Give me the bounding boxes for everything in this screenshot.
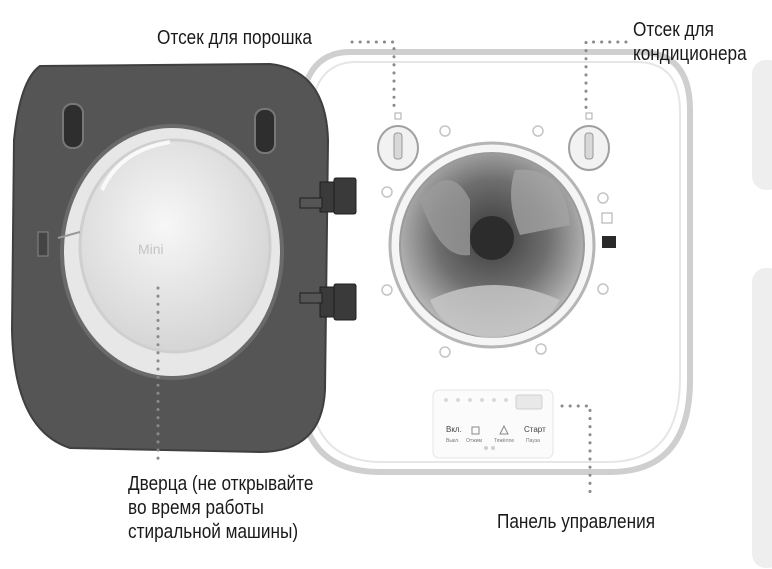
- door-logo: Mini: [138, 241, 164, 257]
- door: [10, 62, 330, 454]
- door-label: Дверца (не открывайте во время работы ст…: [128, 472, 313, 544]
- powder-compartment-label: Отсек для порошка: [157, 26, 312, 50]
- leader-lines: [156, 40, 628, 498]
- power-button-label: Вкл.: [446, 425, 462, 434]
- heavy-button-label: Тяжёлое: [494, 438, 514, 444]
- door-label-line-3: стиральной машины): [128, 521, 299, 543]
- drum: [388, 141, 596, 349]
- door-hinge: [299, 177, 357, 321]
- door-label-line-1: Дверца (не открывайте: [128, 473, 314, 495]
- mode-button-label: Отжим: [466, 438, 482, 444]
- control-panel-label: Панель управления: [497, 510, 655, 534]
- powder-compartment-text: Отсек для порошка: [157, 27, 312, 49]
- softener-compartment-line-1: Отсек для: [633, 19, 714, 41]
- softener-compartment-label: Отсек для кондиционера: [633, 18, 747, 66]
- control-panel-text: Панель управления: [497, 511, 656, 533]
- door-latch: [601, 212, 616, 248]
- control-panel: [432, 389, 554, 459]
- start-button-sub: Пауза: [526, 438, 540, 444]
- heavy-mode-icon: [499, 424, 509, 435]
- mode-button-icon: [471, 426, 480, 435]
- door-label-line-2: во время работы: [128, 497, 264, 519]
- power-button-sub: Выкл.: [446, 438, 459, 444]
- softener-knob-icon: [568, 112, 610, 171]
- adjacent-object: [752, 60, 772, 568]
- powder-knob-icon: [377, 112, 419, 171]
- softener-compartment-line-2: кондиционера: [633, 43, 747, 65]
- start-button-label: Старт: [524, 425, 546, 434]
- drum-screws: [381, 125, 609, 358]
